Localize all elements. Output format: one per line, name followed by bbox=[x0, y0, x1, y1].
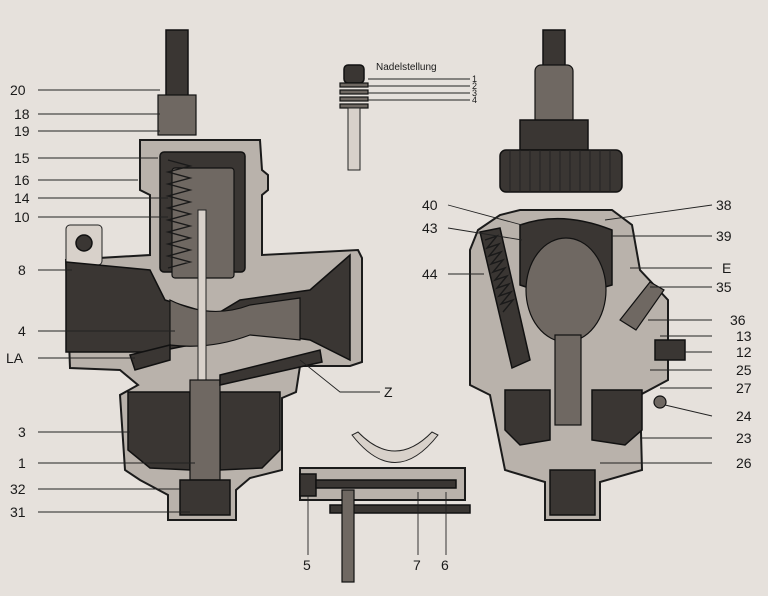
callout-10: 10 bbox=[14, 209, 30, 225]
callout-19: 19 bbox=[14, 123, 30, 139]
leader-lines bbox=[38, 89, 713, 555]
knurl-lines bbox=[509, 150, 611, 192]
callout-38: 38 bbox=[716, 197, 732, 213]
needle-position-1: 1 bbox=[472, 74, 477, 84]
needle-position-4: 4 bbox=[472, 95, 477, 105]
callout-12: 12 bbox=[736, 344, 752, 360]
knurled-cap bbox=[499, 149, 623, 193]
mounting-hole bbox=[75, 234, 93, 252]
right-float-right bbox=[591, 389, 643, 446]
callout-36: 36 bbox=[730, 312, 746, 328]
callout-43: 43 bbox=[422, 220, 438, 236]
left-carburetor-section bbox=[64, 29, 363, 521]
callout-15: 15 bbox=[14, 150, 30, 166]
needle-clip-head bbox=[343, 64, 365, 84]
left-callouts: 20 18 19 15 16 14 10 8 4 LA 3 1 32 31 bbox=[6, 82, 30, 520]
callout-4: 4 bbox=[18, 323, 26, 339]
needle-groove-3 bbox=[339, 96, 369, 102]
pump-lever bbox=[654, 339, 686, 361]
pilot-air-passage bbox=[129, 344, 171, 371]
detail-arc bbox=[351, 431, 439, 463]
needle-groove-4 bbox=[339, 103, 369, 109]
callout-8: 8 bbox=[18, 262, 26, 278]
needle-position-title: Nadelstellung bbox=[376, 62, 437, 73]
callout-23: 23 bbox=[736, 430, 752, 446]
main-jet-holder bbox=[189, 379, 221, 481]
callout-la: LA bbox=[6, 350, 24, 366]
adjuster-housing bbox=[157, 94, 197, 136]
needle-groove-2 bbox=[339, 89, 369, 95]
callout-20: 20 bbox=[10, 82, 26, 98]
callout-35: 35 bbox=[716, 279, 732, 295]
callout-44: 44 bbox=[422, 266, 438, 282]
bottom-detail bbox=[299, 431, 471, 583]
callout-31: 31 bbox=[10, 504, 26, 520]
right-carb-left-callouts: 40 43 44 bbox=[422, 197, 438, 282]
pump-arm bbox=[619, 281, 665, 331]
callout-13: 13 bbox=[736, 328, 752, 344]
detail-stem bbox=[341, 489, 355, 583]
callout-25: 25 bbox=[736, 362, 752, 378]
callout-7: 7 bbox=[413, 557, 421, 573]
callout-27: 27 bbox=[736, 380, 752, 396]
needle-shank bbox=[347, 107, 361, 171]
needle-position-3: 3 bbox=[472, 88, 477, 98]
detail-plate bbox=[329, 504, 471, 514]
callout-1: 1 bbox=[18, 455, 26, 471]
right-callouts: 38 39 E 35 36 13 12 25 27 24 23 26 bbox=[716, 197, 752, 471]
cable-adjuster bbox=[542, 29, 566, 71]
callout-39: 39 bbox=[716, 228, 732, 244]
main-jet bbox=[179, 479, 231, 516]
cable-adjuster-body bbox=[534, 64, 574, 126]
slide-spring bbox=[165, 159, 193, 269]
callout-24: 24 bbox=[736, 408, 752, 424]
detail-screw-head bbox=[299, 473, 317, 497]
right-carburetor-section bbox=[469, 29, 686, 521]
callout-32: 32 bbox=[10, 481, 26, 497]
center-callouts: Z 5 7 6 bbox=[303, 384, 449, 573]
top-nut bbox=[519, 119, 589, 151]
piston-stem bbox=[554, 334, 582, 426]
pilot-passage-z bbox=[219, 349, 323, 386]
detail-screw-shaft bbox=[315, 479, 457, 489]
float-left bbox=[127, 391, 191, 471]
callout-16: 16 bbox=[14, 172, 30, 188]
callout-3: 3 bbox=[18, 424, 26, 440]
drain-screw bbox=[653, 395, 667, 409]
right-main-jet bbox=[549, 469, 596, 516]
callout-26: 26 bbox=[736, 455, 752, 471]
callout-z: Z bbox=[384, 384, 393, 400]
needle-position-2: 2 bbox=[472, 81, 477, 91]
callout-e: E bbox=[722, 260, 731, 276]
pump-spring bbox=[484, 234, 516, 313]
piston-dome bbox=[525, 237, 607, 343]
needle-groove-1 bbox=[339, 82, 369, 88]
needle-detail: Nadelstellung 1 2 3 4 bbox=[339, 62, 477, 171]
callout-18: 18 bbox=[14, 106, 30, 122]
right-float-left bbox=[504, 389, 551, 446]
callout-14: 14 bbox=[14, 190, 30, 206]
callout-40: 40 bbox=[422, 197, 438, 213]
float-right bbox=[219, 391, 281, 471]
adjuster-screw bbox=[165, 29, 189, 101]
callout-6: 6 bbox=[441, 557, 449, 573]
callout-5: 5 bbox=[303, 557, 311, 573]
